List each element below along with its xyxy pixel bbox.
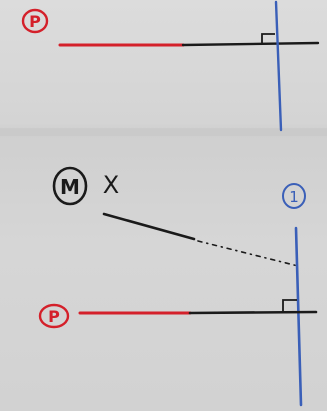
bottom-p-letter: P bbox=[48, 307, 60, 326]
bottom-black-segment bbox=[188, 310, 318, 315]
top-p-letter: P bbox=[29, 12, 41, 31]
slanted-dashed-extension bbox=[197, 240, 299, 267]
top-blue-line bbox=[274, 0, 283, 132]
top-p-badge: P bbox=[21, 8, 49, 34]
x-mark: X bbox=[103, 171, 119, 199]
m-letter: M bbox=[60, 175, 80, 199]
one-digit: 1 bbox=[289, 188, 299, 206]
top-figure: P bbox=[21, 0, 320, 132]
top-right-angle-marker bbox=[261, 33, 275, 44]
bottom-p-badge: P bbox=[38, 303, 70, 329]
paper-fold-shadow bbox=[0, 128, 327, 136]
m-badge: M bbox=[52, 166, 88, 206]
slanted-solid-line bbox=[102, 212, 196, 241]
m-circle bbox=[52, 166, 88, 206]
one-circle bbox=[282, 183, 306, 209]
top-black-segment bbox=[181, 41, 320, 47]
bottom-figure: M X 1 P bbox=[38, 166, 318, 407]
bottom-blue-line bbox=[294, 226, 303, 407]
top-p-circle bbox=[21, 8, 49, 34]
bottom-right-angle-marker bbox=[282, 299, 297, 312]
bottom-p-circle bbox=[38, 303, 70, 329]
one-badge: 1 bbox=[282, 183, 306, 209]
